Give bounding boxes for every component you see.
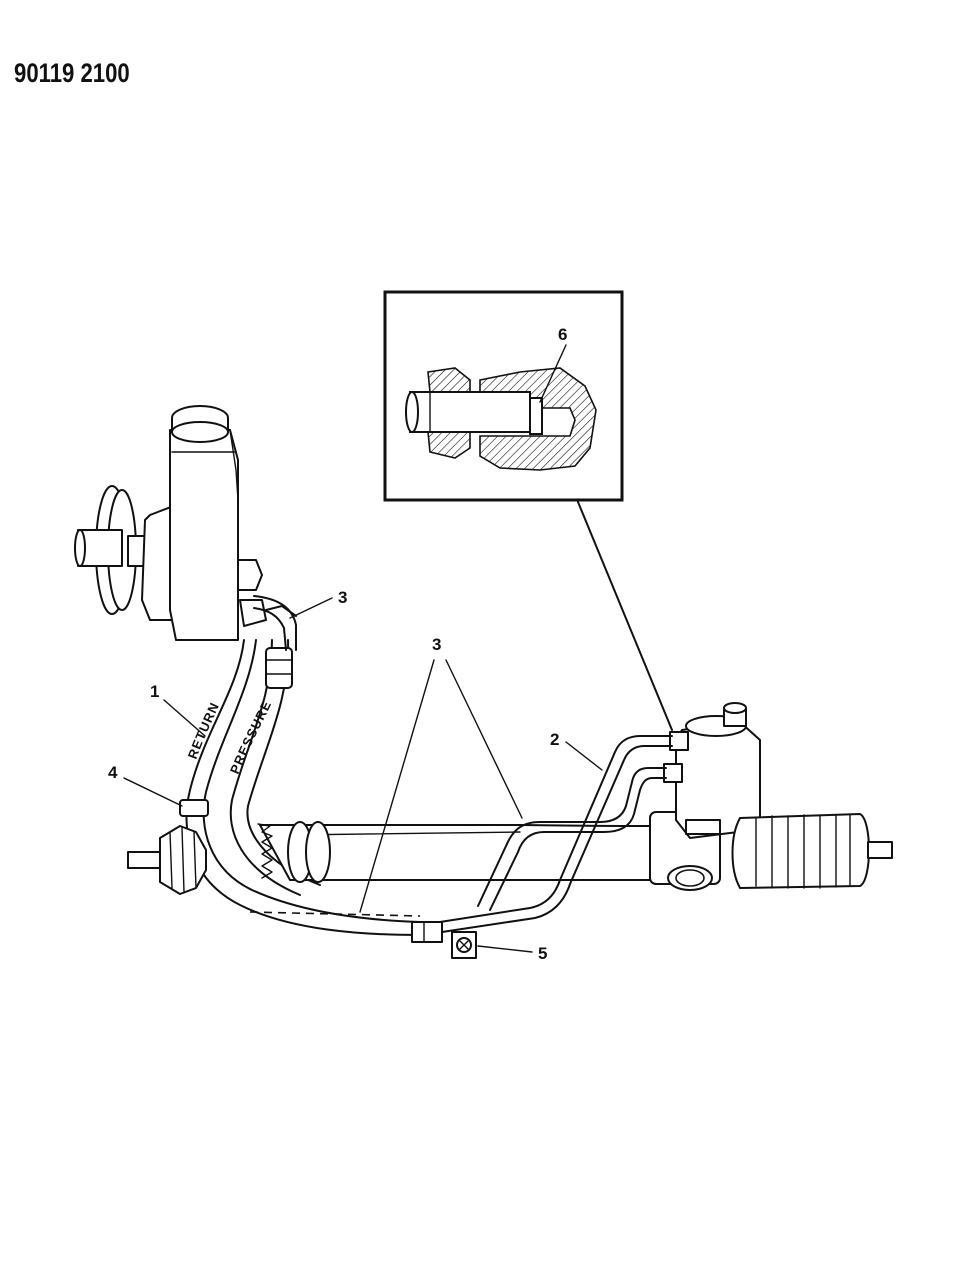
callout-3-upper-leader [289,597,333,619]
document-id: 90119 2100 [14,58,130,88]
callout-5-leader [477,945,533,953]
power-steering-pump [74,405,267,641]
detail-inset: 6 [383,290,624,502]
pressure-hose-label: PRESSURE [227,698,275,776]
callout-5: 5 [538,944,547,963]
callout-4-leader [123,777,183,807]
callout-2: 2 [550,730,559,749]
inset-connector-line [577,501,673,731]
hydraulic-tubes [249,605,673,933]
callout-3-upper: 3 [338,588,347,607]
steering-gear [127,702,893,895]
callout-group: 1 2 3 3 4 5 [108,588,603,963]
callout-6: 6 [558,325,567,344]
callout-3-middle: 3 [432,635,441,654]
callout-1-leader [163,699,206,737]
callout-4: 4 [108,763,118,782]
tube-clamp-bracket [451,931,477,959]
callout-2-leader [565,741,603,771]
callout-1: 1 [150,682,159,701]
callout-3-leader-a [359,659,435,913]
hose-clamp [179,799,209,817]
hidden-line [249,911,421,917]
callout-6-leader [539,344,567,403]
callout-3-leader-b [445,659,523,819]
